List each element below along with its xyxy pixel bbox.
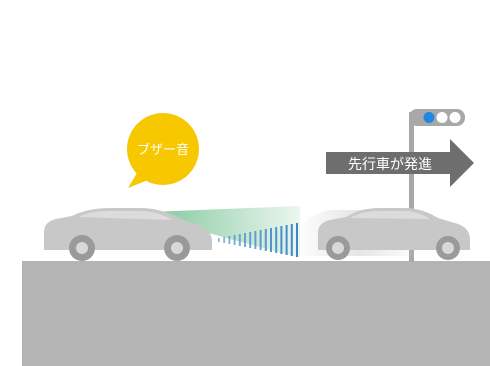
buzzer-speech-bubble: ブザー音 bbox=[127, 113, 199, 188]
sensor-wave-bar bbox=[228, 236, 231, 244]
traffic-light-lamp-red bbox=[449, 112, 461, 123]
traffic-light-lamp-green bbox=[423, 112, 435, 123]
bubble-label: ブザー音 bbox=[137, 142, 189, 158]
sensor-wave-bar bbox=[285, 225, 288, 255]
sensor-wave-bar bbox=[270, 228, 272, 252]
own-car-front-hub bbox=[171, 242, 183, 254]
lead-car bbox=[318, 208, 470, 260]
own-car-rear-hub bbox=[76, 242, 88, 254]
sensor-wave-bar bbox=[254, 231, 257, 249]
sensor-wave-bar bbox=[249, 232, 252, 248]
sensor-wave-bar bbox=[244, 233, 246, 247]
traffic-light bbox=[409, 109, 465, 262]
traffic-light-pole bbox=[409, 112, 414, 262]
sensor-wave-bar bbox=[280, 226, 283, 254]
lead-car-rear-hub bbox=[332, 242, 344, 254]
own-car-window bbox=[78, 211, 172, 220]
sensor-wave-bar bbox=[233, 235, 236, 245]
sensor-wave-bar bbox=[275, 227, 278, 253]
departure-arrow: 先行車が発進 bbox=[326, 139, 474, 187]
lead-car-body bbox=[318, 208, 470, 250]
sensor-wave-bar bbox=[264, 229, 267, 251]
sensor-wave-bar bbox=[290, 224, 293, 256]
sensor-beam bbox=[150, 206, 300, 258]
sensor-wave-bar bbox=[223, 237, 226, 243]
lead-car-window bbox=[350, 211, 430, 219]
own-car bbox=[44, 208, 212, 261]
sensor-wave-bar bbox=[218, 238, 220, 242]
sensor-wave-bar bbox=[238, 234, 241, 246]
sensor-wave-bar bbox=[296, 223, 298, 257]
bubble-circle bbox=[127, 113, 199, 185]
arrow-label: 先行車が発進 bbox=[348, 156, 432, 173]
road bbox=[22, 261, 490, 366]
lead-car-front-hub bbox=[442, 242, 454, 254]
arrow-shape bbox=[326, 139, 474, 187]
traffic-light-lamp-yellow bbox=[436, 112, 448, 123]
sensor-wave-bar bbox=[259, 230, 262, 250]
sensor-wave bbox=[218, 223, 298, 257]
